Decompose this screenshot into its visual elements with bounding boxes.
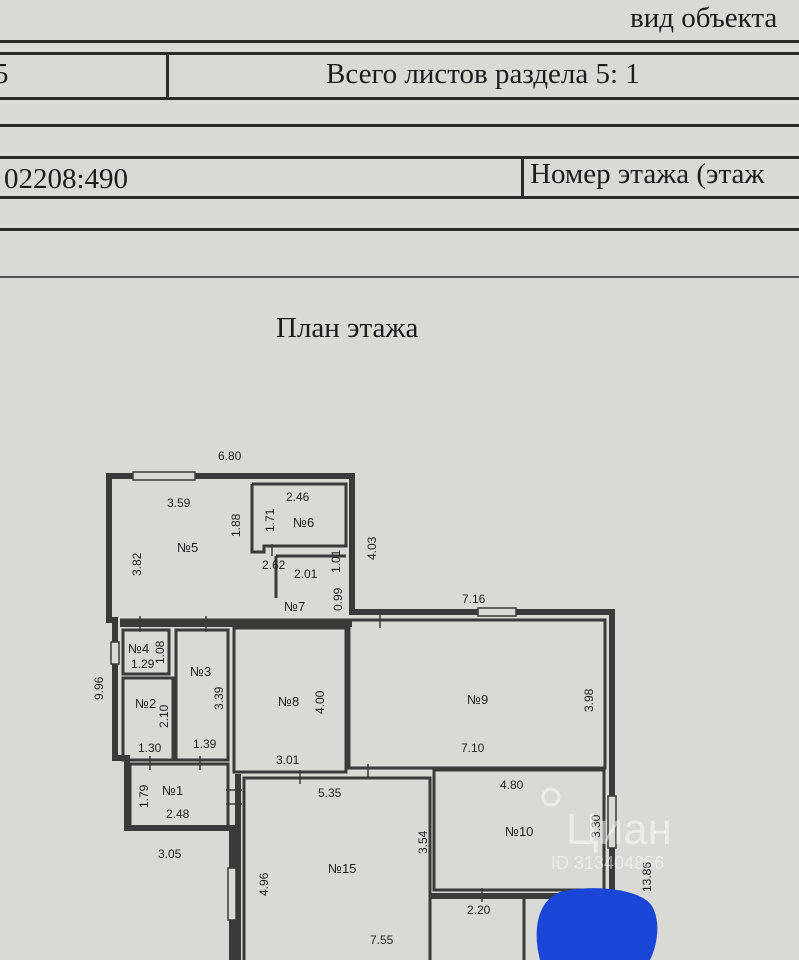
dimension-label: 3.54 xyxy=(416,830,430,854)
door-ticks xyxy=(139,544,483,902)
dimension-label: 0.99 xyxy=(331,587,345,611)
dimension-label: 3.39 xyxy=(212,686,226,710)
redaction-mark xyxy=(536,888,658,960)
room9-wall xyxy=(347,618,607,770)
object-type-label: вид объекта xyxy=(630,2,778,34)
form-line xyxy=(0,124,799,127)
dimension-label: 1.39 xyxy=(193,737,217,751)
room1-wall xyxy=(128,762,230,830)
floor-number-cell: Номер этажа (этаж xyxy=(530,158,765,190)
form-line xyxy=(0,228,799,231)
dimension-label: 5.35 xyxy=(318,786,342,800)
cian-watermark: Циан ID 313404856 xyxy=(541,787,672,873)
form-line xyxy=(0,276,799,278)
window xyxy=(227,867,237,921)
dimension-label: 7.10 xyxy=(461,741,485,755)
dimension-label: 3.98 xyxy=(582,688,596,712)
dimension-label: 4.03 xyxy=(365,536,379,560)
room-label: №6 xyxy=(293,515,314,530)
window xyxy=(132,471,196,481)
room4-wall xyxy=(121,628,171,676)
form-line xyxy=(0,156,799,159)
window xyxy=(110,641,120,665)
dimension-label: 3.59 xyxy=(167,496,191,510)
dimension-label: 3.82 xyxy=(130,552,144,576)
form-line xyxy=(0,52,799,55)
dimension-label: 3.30 xyxy=(589,814,603,838)
dimension-label: 6.80 xyxy=(218,449,242,463)
dimension-label: 3.05 xyxy=(158,847,182,861)
form-line xyxy=(0,97,799,100)
dimension-label: 1.30 xyxy=(138,741,162,755)
form-line xyxy=(0,40,799,43)
dimension-label: 9.96 xyxy=(92,676,106,700)
room8-wall xyxy=(232,626,348,774)
dimension-label: 2.62 xyxy=(262,558,286,572)
dimension-label: 7.55 xyxy=(370,933,394,947)
room-label: №1 xyxy=(162,783,183,798)
form-line xyxy=(0,196,799,199)
dimension-label: 1.29 xyxy=(131,657,155,671)
dimension-label: 2.20 xyxy=(467,903,491,917)
room-label: №2 xyxy=(135,696,156,711)
room15-wall xyxy=(242,776,432,960)
room-label: №3 xyxy=(190,664,211,679)
dimension-label: 13.86 xyxy=(640,862,654,892)
window xyxy=(477,607,517,617)
section-number-cell: 5 xyxy=(0,58,9,90)
watermark-brand: Циан xyxy=(566,805,672,854)
form-divider xyxy=(521,156,524,198)
total-sheets-cell: Всего листов раздела 5: 1 xyxy=(326,58,640,90)
room-label: №10 xyxy=(505,824,533,839)
plan-title: План этажа xyxy=(276,312,419,344)
cadastral-number-cell: 02208:490 xyxy=(4,163,129,195)
watermark-id: ID 313404856 xyxy=(551,853,664,873)
dimension-label: 1.88 xyxy=(229,513,243,537)
dimension-label: 1.79 xyxy=(137,784,151,808)
dimension-label: 2.10 xyxy=(157,704,171,728)
dimension-label: 2.46 xyxy=(286,490,310,504)
room6-wall xyxy=(250,482,348,554)
form-divider xyxy=(166,52,169,98)
room-label: №5 xyxy=(177,540,198,555)
room-label: №9 xyxy=(467,692,488,707)
dimension-label: 1.08 xyxy=(153,640,167,664)
room2-wall xyxy=(121,676,175,762)
dimension-label: 4.00 xyxy=(313,690,327,714)
window xyxy=(607,795,617,849)
room-label: №8 xyxy=(278,694,299,709)
dimension-label: 1.71 xyxy=(263,508,277,532)
room-label: №15 xyxy=(328,861,356,876)
dimension-label: 2.48 xyxy=(166,807,190,821)
dimension-label: 7.16 xyxy=(462,592,486,606)
pin-icon xyxy=(541,787,561,807)
dimension-label: 1.01 xyxy=(329,549,343,573)
dimension-label: 3.01 xyxy=(276,753,300,767)
dimension-label: 2.01 xyxy=(294,567,318,581)
room3-wall xyxy=(174,628,230,762)
dimension-label: 4.96 xyxy=(257,872,271,896)
room-label: №7 xyxy=(284,599,305,614)
room10-wall xyxy=(432,768,606,892)
room-label: №4 xyxy=(128,641,149,656)
dimension-label: 4.80 xyxy=(500,778,524,792)
